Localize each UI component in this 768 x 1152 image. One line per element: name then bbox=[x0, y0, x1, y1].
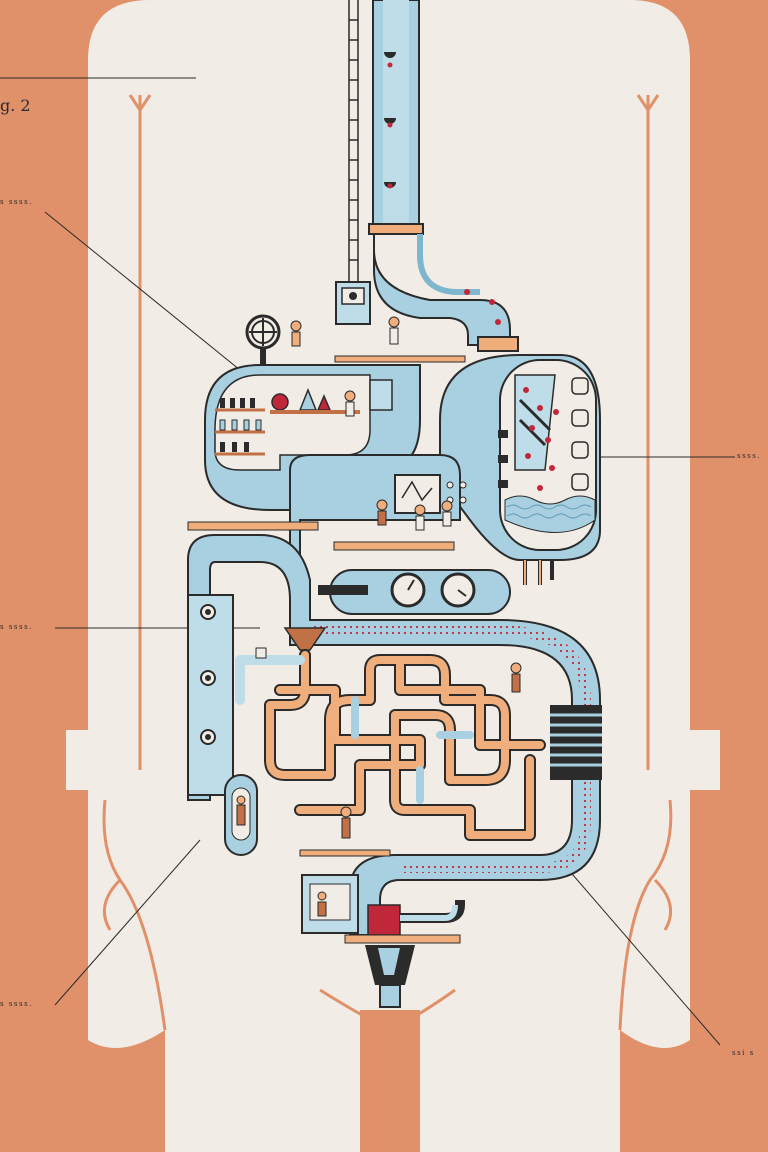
annotation-right-mid: ssss. bbox=[737, 452, 762, 460]
valve-wheel bbox=[245, 314, 466, 366]
lab-chamber bbox=[204, 364, 421, 511]
annotation-left-top: s ssss. bbox=[0, 198, 33, 206]
leader-lines bbox=[0, 77, 735, 1046]
annotation-right-bottom: ssi s bbox=[732, 1049, 755, 1057]
large-intestine bbox=[187, 534, 602, 936]
outlet-station bbox=[301, 874, 465, 1008]
figure-label: g. 2 bbox=[0, 96, 31, 115]
esophagus-tube bbox=[368, 0, 519, 352]
annotation-left-bottom: s ssss. bbox=[0, 1000, 33, 1008]
central-pipes bbox=[187, 454, 467, 581]
ladder bbox=[348, 0, 359, 290]
control-box bbox=[335, 281, 371, 325]
gauges bbox=[318, 569, 511, 615]
small-intestine bbox=[235, 647, 546, 857]
stomach-tank bbox=[439, 354, 601, 585]
annotation-left-mid: s ssss. bbox=[0, 623, 33, 631]
